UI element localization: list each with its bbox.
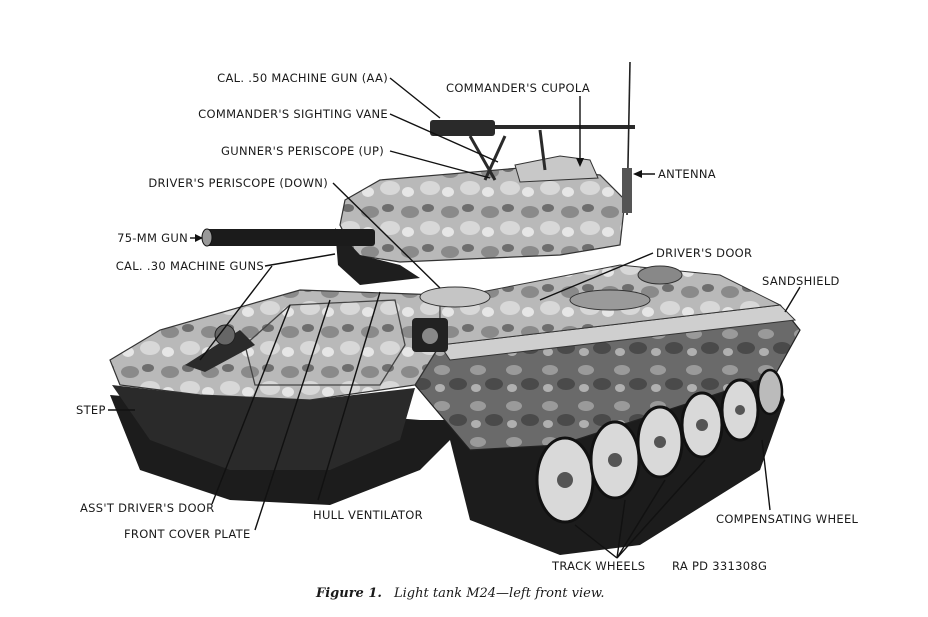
label-track-wheels: TRACK WHEELS <box>551 559 645 573</box>
label-sandshield: SANDSHIELD <box>762 274 840 288</box>
caption-text: Light tank M24—left front view. <box>393 586 605 601</box>
label-commanders-sighting-vane: COMMANDER'S SIGHTING VANE <box>198 107 388 121</box>
caption-number: Figure 1. <box>315 586 382 601</box>
label-drivers-periscope: DRIVER'S PERISCOPE (DOWN) <box>148 176 328 190</box>
commanders-cupola <box>514 155 599 183</box>
label-commanders-cupola: COMMANDER'S CUPOLA <box>446 81 590 95</box>
reference-number: RA PD 331308G <box>672 559 767 573</box>
drivers-hatch <box>419 286 491 308</box>
label-hull-ventilator: HULL VENTILATOR <box>313 508 423 522</box>
lower-nose <box>112 385 415 470</box>
callout-labels: CAL. .50 MACHINE GUN (AA) COMMANDER'S SI… <box>76 71 859 573</box>
label-front-cover-plate: FRONT COVER PLATE <box>124 527 251 541</box>
label-drivers-door: DRIVER'S DOOR <box>656 246 752 260</box>
label-step: STEP <box>76 403 106 417</box>
label-asst-drivers-door: ASS'T DRIVER'S DOOR <box>80 501 214 515</box>
compensating-wheel <box>756 368 784 416</box>
tank-illustration <box>109 61 801 555</box>
figure-caption: Figure 1. Light tank M24—left front view… <box>315 586 605 601</box>
label-antenna: ANTENNA <box>658 167 716 181</box>
label-compensating-wheel: COMPENSATING WHEEL <box>716 512 859 526</box>
label-cal30-machine-guns: CAL. .30 MACHINE GUNS <box>116 259 264 273</box>
cal50-machine-gun <box>430 120 495 136</box>
label-75mm-gun: 75-MM GUN <box>117 231 188 245</box>
label-gunners-periscope: GUNNER'S PERISCOPE (UP) <box>221 144 384 158</box>
turret <box>339 167 626 263</box>
label-cal50-machine-gun: CAL. .50 MACHINE GUN (AA) <box>217 71 388 85</box>
main-gun-barrel <box>205 229 375 246</box>
leader-lines <box>108 77 801 559</box>
